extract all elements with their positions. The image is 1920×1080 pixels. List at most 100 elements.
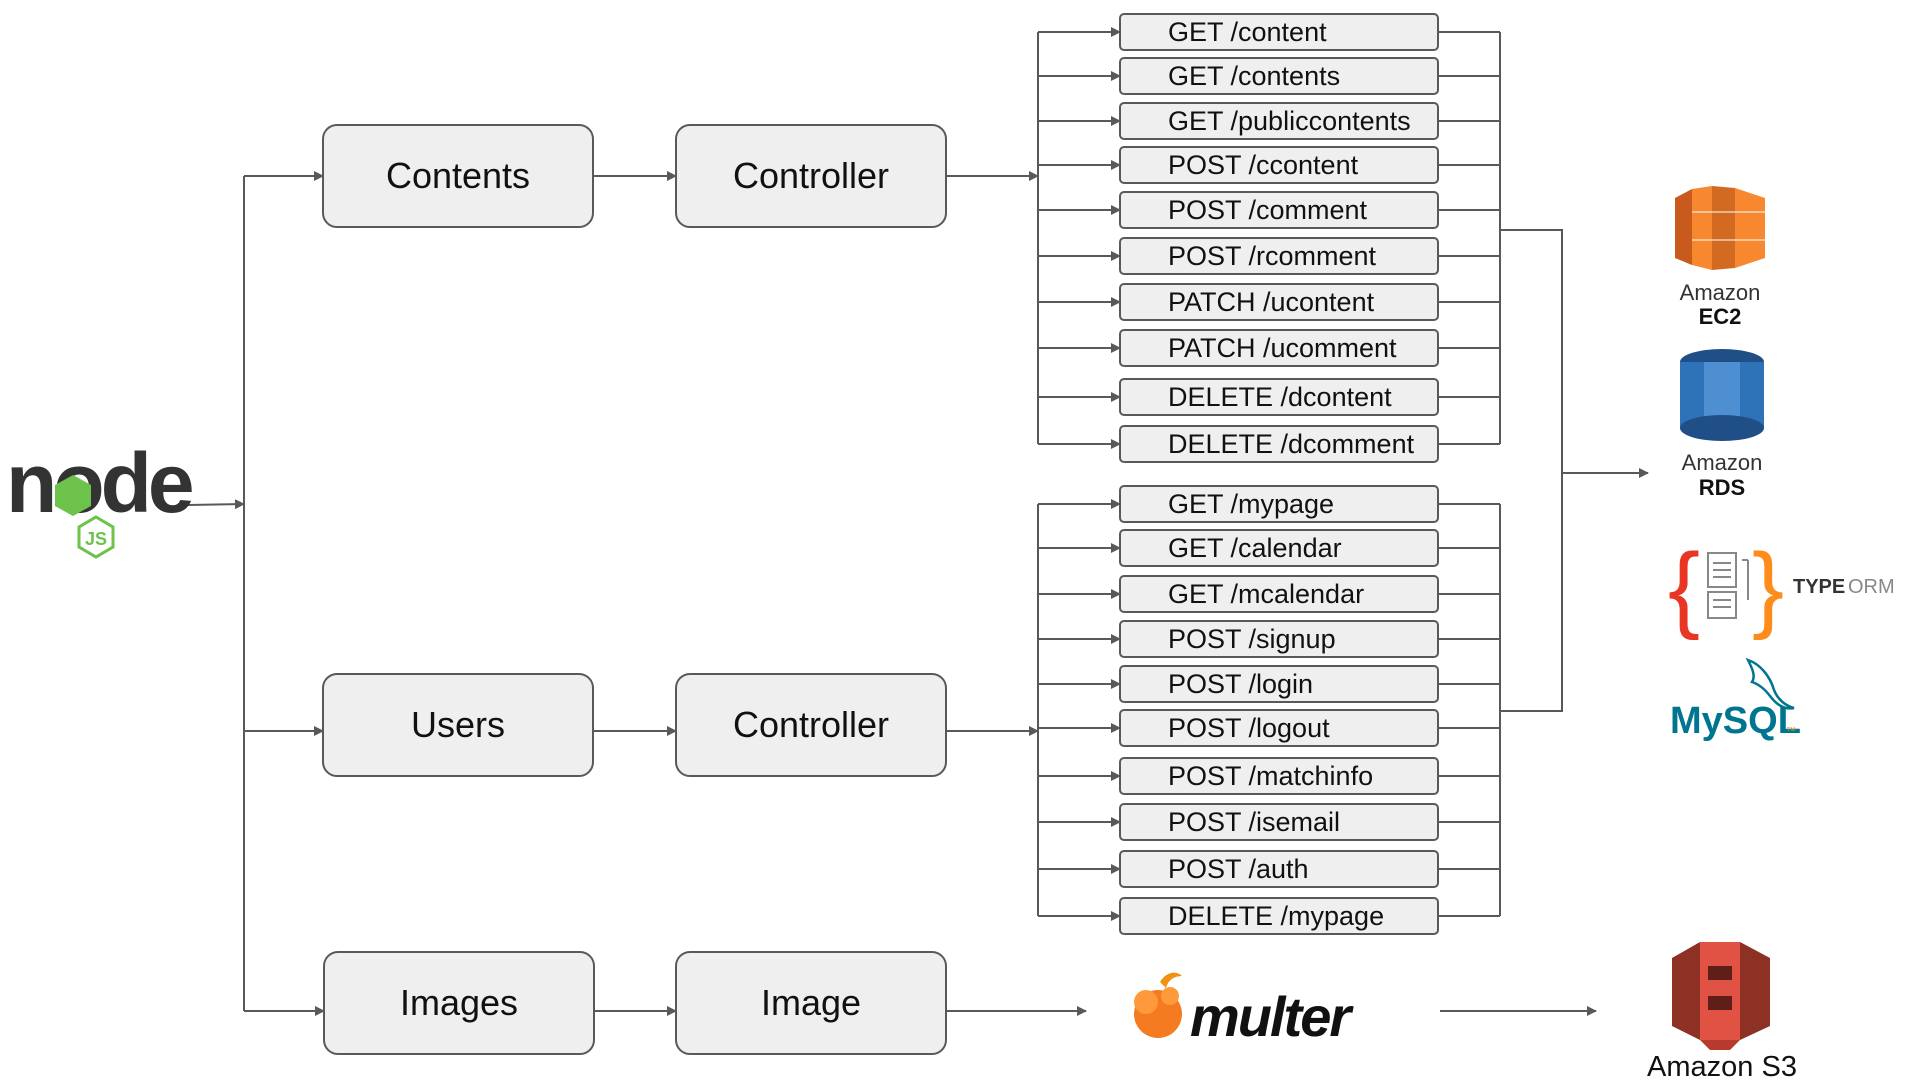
route-box (1119, 897, 1439, 935)
route-label: POST /login (1168, 669, 1313, 699)
route-box (1119, 191, 1439, 229)
route-item-contents: POST /rcomment (1119, 237, 1439, 275)
route-item-contents: GET /content (1119, 13, 1439, 51)
route-item-users: POST /isemail (1119, 803, 1439, 841)
ec2-icon (1675, 186, 1765, 270)
route-box (1119, 709, 1439, 747)
route-box (1119, 665, 1439, 703)
controller-box-images: Image (675, 951, 947, 1055)
route-box (1119, 329, 1439, 367)
route-box (1119, 529, 1439, 567)
route-label: DELETE /mypage (1168, 901, 1384, 931)
typeorm-brace-right-icon: } (1752, 534, 1784, 641)
route-box (1119, 485, 1439, 523)
route-box (1119, 575, 1439, 613)
route-label: POST /logout (1168, 713, 1330, 743)
connector-lines (187, 27, 1649, 1016)
amazon-rds-logo: Amazon RDS (1680, 349, 1764, 500)
route-box (1119, 237, 1439, 275)
typeorm-logo: { } TYPE ORM (1668, 534, 1895, 641)
route-label: PATCH /ucontent (1168, 287, 1375, 317)
route-box (1119, 57, 1439, 95)
rds-label-amazon: Amazon (1682, 450, 1763, 475)
route-item-contents: POST /ccontent (1119, 146, 1439, 184)
mysql-trademark: ™ (1786, 726, 1796, 737)
mysql-wordmark: MySQL (1670, 700, 1801, 742)
route-box (1119, 425, 1439, 463)
module-label-users: Users (411, 704, 505, 745)
route-label: GET /content (1168, 17, 1327, 47)
routes-aggregator (1500, 229, 1563, 712)
controller-label-contents: Controller (733, 155, 889, 196)
module-box-users: Users (322, 673, 594, 777)
route-item-users: POST /login (1119, 665, 1439, 703)
route-box (1119, 757, 1439, 795)
route-label: GET /calendar (1168, 533, 1342, 563)
route-box (1119, 102, 1439, 140)
route-item-users: POST /logout (1119, 709, 1439, 747)
nodejs-badge-text: JS (85, 529, 107, 549)
route-item-users: POST /signup (1119, 620, 1439, 658)
typeorm-word-light: ORM (1848, 576, 1895, 598)
route-box (1119, 146, 1439, 184)
route-item-users: DELETE /mypage (1119, 897, 1439, 935)
nodejs-wordmark: node (6, 436, 192, 530)
route-label: POST /isemail (1168, 807, 1340, 837)
route-label: POST /auth (1168, 854, 1309, 884)
controller-box-contents: Controller (675, 124, 947, 228)
route-box (1119, 620, 1439, 658)
route-item-contents: PATCH /ucomment (1119, 329, 1439, 367)
route-label: POST /rcomment (1168, 241, 1377, 271)
s3-label: Amazon S3 (1647, 1051, 1797, 1080)
multer-logo: multer (1134, 972, 1356, 1048)
route-box (1119, 850, 1439, 888)
s3-icon (1672, 942, 1770, 1050)
amazon-s3-logo: Amazon S3 (1647, 942, 1797, 1080)
route-item-users: GET /mcalendar (1119, 575, 1439, 613)
route-item-users: GET /calendar (1119, 529, 1439, 567)
rds-icon (1680, 349, 1764, 441)
mysql-logo: MySQL ™ (1670, 657, 1801, 742)
controller-box-users: Controller (675, 673, 947, 777)
multer-wordmark: multer (1190, 985, 1354, 1048)
route-box (1119, 283, 1439, 321)
route-box (1119, 378, 1439, 416)
controller-label-users: Controller (733, 704, 889, 745)
mysql-dolphin-icon (1745, 657, 1795, 710)
route-item-contents: PATCH /ucontent (1119, 283, 1439, 321)
route-label: POST /comment (1168, 195, 1368, 225)
route-item-users: POST /auth (1119, 850, 1439, 888)
route-label: DELETE /dcomment (1168, 429, 1415, 459)
ec2-label-name: EC2 (1699, 304, 1742, 329)
route-label: POST /matchinfo (1168, 761, 1373, 791)
nodejs-badge-icon (77, 515, 115, 559)
route-label: GET /publiccontents (1168, 106, 1411, 136)
route-label: PATCH /ucomment (1168, 333, 1397, 363)
route-box (1119, 13, 1439, 51)
module-box-contents: Contents (322, 124, 594, 228)
ec2-label-amazon: Amazon (1680, 280, 1761, 305)
route-item-contents: DELETE /dcomment (1119, 425, 1439, 463)
nodejs-hexagon-icon (55, 475, 91, 516)
module-box-images: Images (323, 951, 595, 1055)
amazon-ec2-logo: Amazon EC2 (1675, 186, 1765, 329)
module-label-contents: Contents (386, 155, 530, 196)
route-item-users: GET /mypage (1119, 485, 1439, 523)
route-item-contents: DELETE /dcontent (1119, 378, 1439, 416)
route-item-contents: GET /contents (1119, 57, 1439, 95)
route-label: GET /mypage (1168, 489, 1334, 519)
route-item-contents: GET /publiccontents (1119, 102, 1439, 140)
typeorm-document-icon (1707, 552, 1749, 619)
typeorm-word-bold: TYPE (1793, 576, 1845, 598)
typeorm-brace-left-icon: { (1668, 534, 1700, 641)
multer-flame-icon (1134, 972, 1182, 1038)
route-label: POST /ccontent (1168, 150, 1359, 180)
route-label: DELETE /dcontent (1168, 382, 1392, 412)
controller-label-images: Image (761, 982, 861, 1023)
route-item-users: POST /matchinfo (1119, 757, 1439, 795)
route-box (1119, 803, 1439, 841)
route-item-contents: POST /comment (1119, 191, 1439, 229)
rds-label-name: RDS (1699, 475, 1745, 500)
